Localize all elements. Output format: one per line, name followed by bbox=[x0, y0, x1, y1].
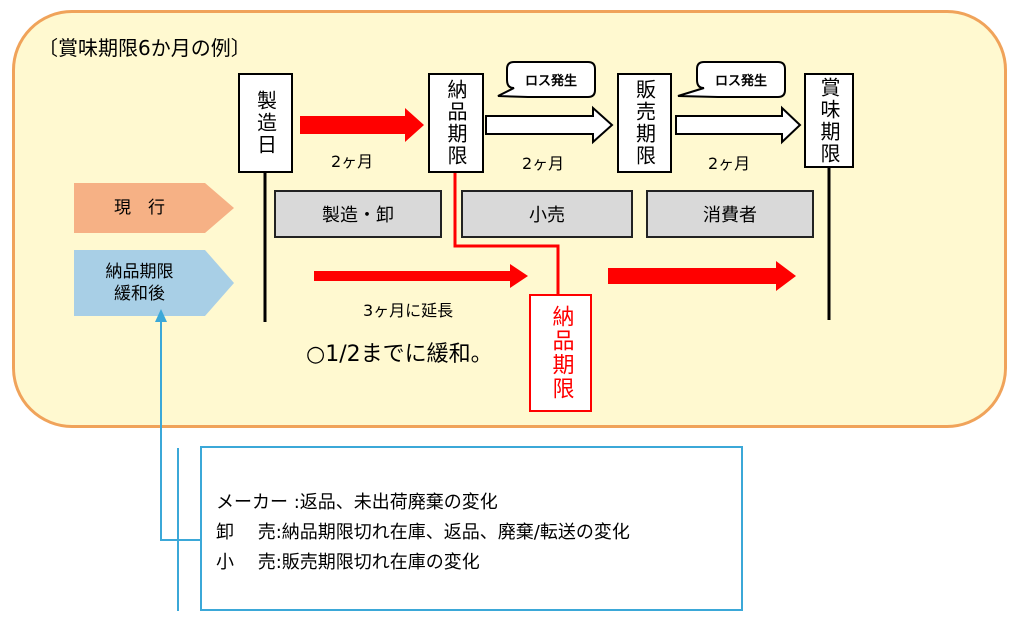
duration-label-3: 2ヶ月 bbox=[708, 154, 751, 173]
example-title: 〔賞味期限6か月の例〕 bbox=[38, 36, 251, 60]
white-arrow-2 bbox=[485, 105, 614, 145]
loss-callout-1-text: ロス発生 bbox=[524, 74, 577, 89]
milestone-manufacture: 製造日 bbox=[238, 73, 293, 173]
milestone-manufacture-label: 製造日 bbox=[253, 90, 278, 156]
legend-wholesale: 卸 売:納品期限切れ在庫、返品、廃棄/転送の変化 bbox=[216, 522, 630, 543]
milestone-new-delivery-deadline: 納品期限 bbox=[529, 294, 592, 412]
row-label-relaxed-line1: 納品期限 bbox=[105, 261, 174, 282]
duration-label-1: 2ヶ月 bbox=[331, 152, 374, 171]
milestone-new-delivery-deadline-label: 納品期限 bbox=[548, 305, 574, 401]
milestone-delivery-deadline: 納品期限 bbox=[428, 73, 484, 173]
red-arrow-1 bbox=[300, 108, 424, 142]
milestone-best-before: 賞味期限 bbox=[804, 73, 854, 168]
red-arrow-relaxed-2 bbox=[608, 261, 796, 291]
milestone-sales-deadline-label: 販売期限 bbox=[632, 79, 657, 167]
extension-label: 3ヶ月に延長 bbox=[363, 301, 454, 320]
milestone-best-before-label: 賞味期限 bbox=[817, 76, 841, 165]
legend-maker: メーカー :返品、未出荷廃棄の変化 bbox=[216, 492, 498, 513]
row-label-relaxed: 納品期限 緩和後 bbox=[74, 250, 205, 316]
relaxation-note: ○1/2までに緩和。 bbox=[306, 342, 493, 367]
stage-retail: 小売 bbox=[461, 190, 633, 238]
duration-label-2: 2ヶ月 bbox=[522, 154, 565, 173]
impact-legend-box: メーカー :返品、未出荷廃棄の変化 卸 売:納品期限切れ在庫、返品、廃棄/転送の… bbox=[200, 446, 743, 611]
row-label-current: 現 行 bbox=[114, 197, 165, 218]
loss-callout-2 bbox=[677, 61, 786, 98]
current-row-chevron bbox=[74, 183, 234, 233]
relaxed-row-chevron bbox=[74, 250, 234, 316]
milestone-sales-deadline: 販売期限 bbox=[617, 73, 672, 173]
row-label-relaxed-line2: 緩和後 bbox=[114, 284, 165, 304]
legend-retail: 小 売:販売期限切れ在庫の変化 bbox=[216, 552, 480, 573]
red-arrow-relaxed-1 bbox=[314, 264, 528, 288]
deadline-shift-line bbox=[453, 170, 560, 294]
blue-connector bbox=[160, 322, 200, 541]
milestone-delivery-deadline-label: 納品期限 bbox=[444, 79, 468, 167]
stage-manufacturing-wholesale: 製造・卸 bbox=[274, 190, 442, 238]
blue-arrow-head bbox=[155, 309, 167, 322]
white-arrow-3 bbox=[675, 105, 802, 145]
loss-callout-2-text: ロス発生 bbox=[714, 74, 767, 89]
stage-consumer: 消費者 bbox=[646, 190, 814, 238]
loss-callout-1 bbox=[497, 61, 596, 98]
